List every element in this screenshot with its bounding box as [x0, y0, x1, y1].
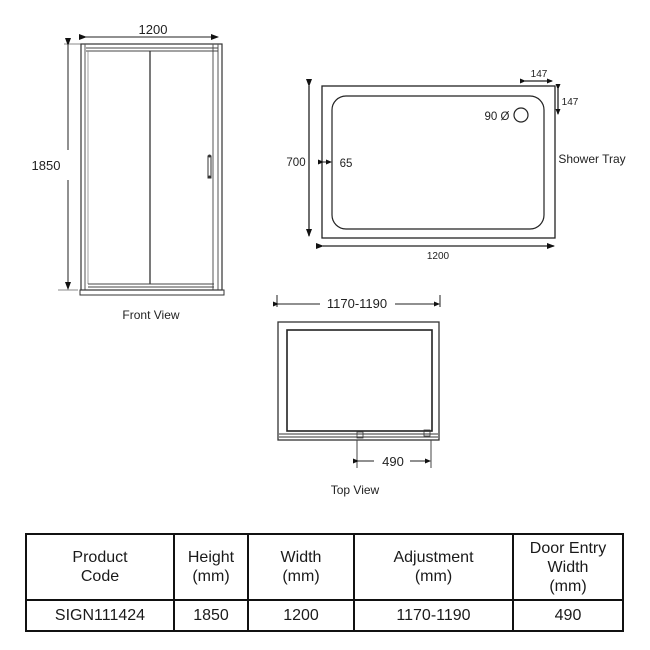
- tray-length-label: 1200: [427, 251, 450, 262]
- front-width-label: 1200: [139, 22, 168, 37]
- header-door-entry-width: Door Entry Width (mm): [512, 533, 624, 601]
- shower-tray-view: 90 Ø 700 65 1200 147 147 Shower Tray: [286, 69, 625, 262]
- header-product-code: Product Code: [25, 533, 175, 601]
- top-view-outline: [277, 321, 440, 441]
- door-handle: [207, 155, 212, 179]
- waste-outlet: [513, 107, 529, 123]
- tray-base: [79, 289, 225, 296]
- adjustment-dimension-label: 1170-1190: [327, 296, 387, 311]
- waste-x-offset-label: 147: [531, 69, 548, 80]
- header-height: Height (mm): [173, 533, 249, 601]
- tray-outline: [321, 85, 556, 239]
- spec-table-header-row: Product Code Height (mm) Width (mm) Adju…: [25, 533, 624, 601]
- enclosure-frame: [80, 43, 223, 291]
- top-view: 1170-1190 490 Top View: [273, 295, 441, 497]
- cell-door-entry-width: 490: [512, 599, 624, 632]
- tray-width-label: 700: [286, 157, 305, 169]
- header-adjustment: Adjustment (mm): [353, 533, 514, 601]
- cell-width: 1200: [247, 599, 355, 632]
- door-entry-dimension-label: 490: [382, 454, 404, 469]
- tray-basin: [331, 95, 545, 230]
- spec-table: Product Code Height (mm) Width (mm) Adju…: [25, 533, 624, 632]
- table-row: SIGN111424 1850 1200 1170-1190 490: [25, 599, 624, 632]
- waste-diameter-label: 90 Ø: [485, 111, 510, 123]
- tray-rim-label: 65: [340, 158, 353, 170]
- shower-tray-title: Shower Tray: [558, 152, 625, 166]
- top-view-title: Top View: [331, 483, 380, 497]
- cell-product-code: SIGN111424: [25, 599, 175, 632]
- cell-height: 1850: [173, 599, 249, 632]
- front-height-label: 1850: [32, 158, 61, 173]
- header-width: Width (mm): [247, 533, 355, 601]
- front-view: 1200 1850 Front View: [32, 22, 225, 322]
- waste-y-offset-label: 147: [562, 97, 579, 108]
- front-view-title: Front View: [122, 308, 179, 322]
- cell-adjustment: 1170-1190: [353, 599, 514, 632]
